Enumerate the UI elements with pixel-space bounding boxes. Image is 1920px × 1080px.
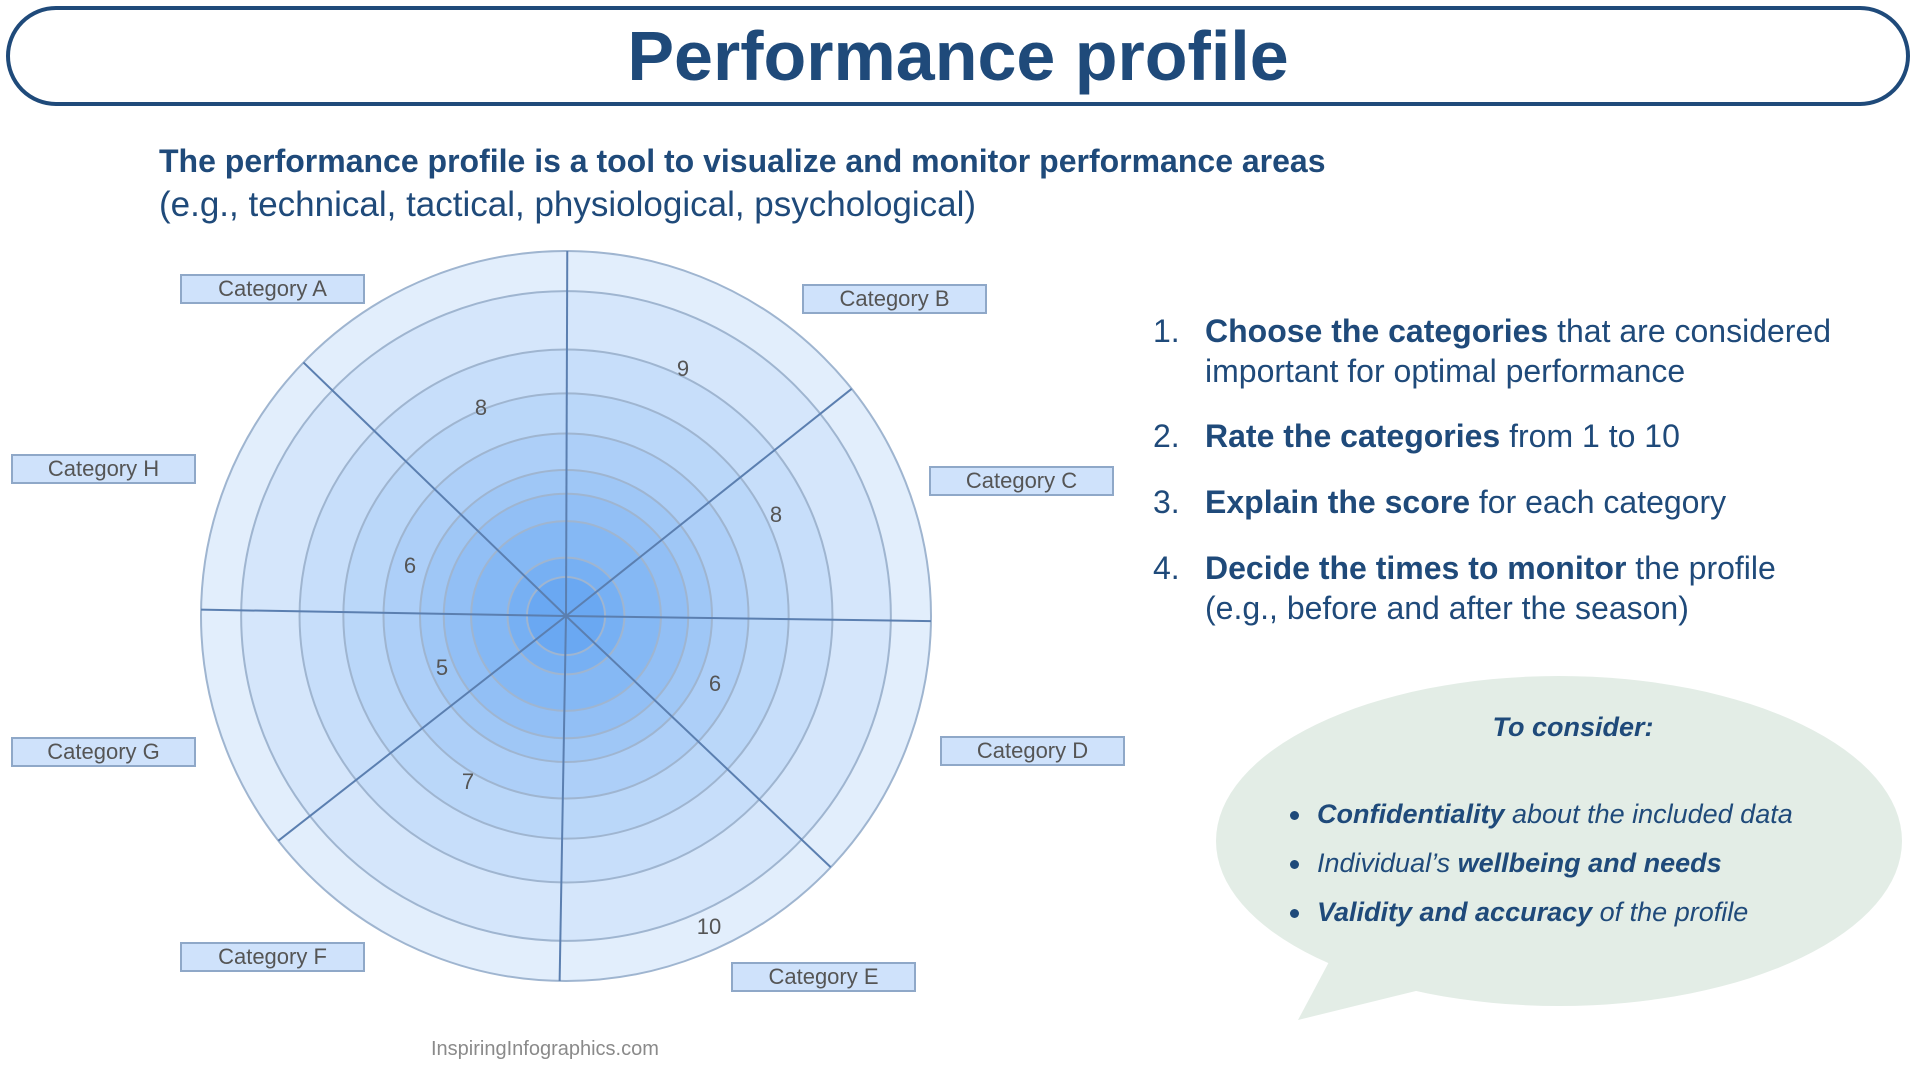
step-bold: Rate the categories xyxy=(1205,418,1501,454)
step-number: 2. xyxy=(1153,418,1180,454)
page-title: Performance profile xyxy=(627,17,1289,95)
bullet-text: of the profile xyxy=(1592,897,1749,927)
category-label-f: Category F xyxy=(180,942,365,972)
category-label-h: Category H xyxy=(11,454,196,484)
title-banner: Performance profile xyxy=(6,6,1910,106)
score-c: 8 xyxy=(769,502,783,527)
step-number: 4. xyxy=(1153,550,1180,586)
score-e: 10 xyxy=(696,914,722,939)
consider-bullet-1: Confidentiality about the included data xyxy=(1290,799,1793,830)
bullet-icon xyxy=(1290,860,1299,870)
category-label-c: Category C xyxy=(929,466,1114,496)
bullet-bold: Validity and accuracy xyxy=(1317,897,1593,927)
sector-divider xyxy=(201,608,567,617)
score-a: 8 xyxy=(474,395,488,420)
sector-divider xyxy=(277,615,567,842)
step-bold: Explain the score xyxy=(1205,484,1470,520)
step-1: 1. Choose the categories that are consid… xyxy=(1153,311,1832,391)
step-number: 1. xyxy=(1153,313,1180,349)
score-g: 5 xyxy=(435,655,449,680)
step-text: from 1 to 10 xyxy=(1500,418,1680,454)
step-line2: (e.g., before and after the season) xyxy=(1205,590,1689,626)
category-label-g: Category G xyxy=(11,737,196,767)
category-label-e: Category E xyxy=(731,962,916,992)
intro-examples: (e.g., technical, tactical, physiologica… xyxy=(159,185,977,224)
consider-bullet-2: Individual’s wellbeing and needs xyxy=(1290,848,1722,879)
score-d: 6 xyxy=(708,671,722,696)
step-number: 3. xyxy=(1153,484,1180,520)
score-b: 9 xyxy=(676,356,690,381)
step-bold: Choose the categories xyxy=(1205,313,1549,349)
category-label-b: Category B xyxy=(802,284,987,314)
bullet-bold: Confidentiality xyxy=(1317,799,1505,829)
sector-divider xyxy=(565,615,931,623)
step-4: 4. Decide the times to monitor the profi… xyxy=(1153,548,1776,628)
step-bold: Decide the times to monitor xyxy=(1205,550,1627,586)
bullet-icon xyxy=(1290,909,1299,919)
step-line2: important for optimal performance xyxy=(1205,353,1686,389)
bullet-bold: wellbeing and needs xyxy=(1457,848,1722,878)
step-text: that are considered xyxy=(1548,313,1832,349)
step-3: 3. Explain the score for each category xyxy=(1153,482,1727,522)
score-h: 6 xyxy=(403,553,417,578)
category-label-d: Category D xyxy=(940,736,1125,766)
sector-divider xyxy=(558,615,567,981)
consider-bullet-3: Validity and accuracy of the profile xyxy=(1290,897,1748,928)
consider-title: To consider: xyxy=(1492,712,1654,742)
intro-heading: The performance profile is a tool to vis… xyxy=(159,143,1326,179)
sector-divider xyxy=(565,615,832,868)
step-text: the profile xyxy=(1626,550,1776,586)
footer-credit: InspiringInfographics.com xyxy=(431,1038,659,1060)
bullet-text: Individual’s xyxy=(1317,848,1458,878)
score-f: 7 xyxy=(461,769,475,794)
step-text: for each category xyxy=(1469,484,1727,520)
sector-divider xyxy=(302,361,567,617)
bullet-text: about the included data xyxy=(1504,799,1793,829)
step-2: 2. Rate the categories from 1 to 10 xyxy=(1153,416,1680,456)
sector-divider xyxy=(565,250,569,617)
category-label-a: Category A xyxy=(180,274,365,304)
sector-divider xyxy=(565,387,853,617)
bullet-icon xyxy=(1290,811,1299,821)
